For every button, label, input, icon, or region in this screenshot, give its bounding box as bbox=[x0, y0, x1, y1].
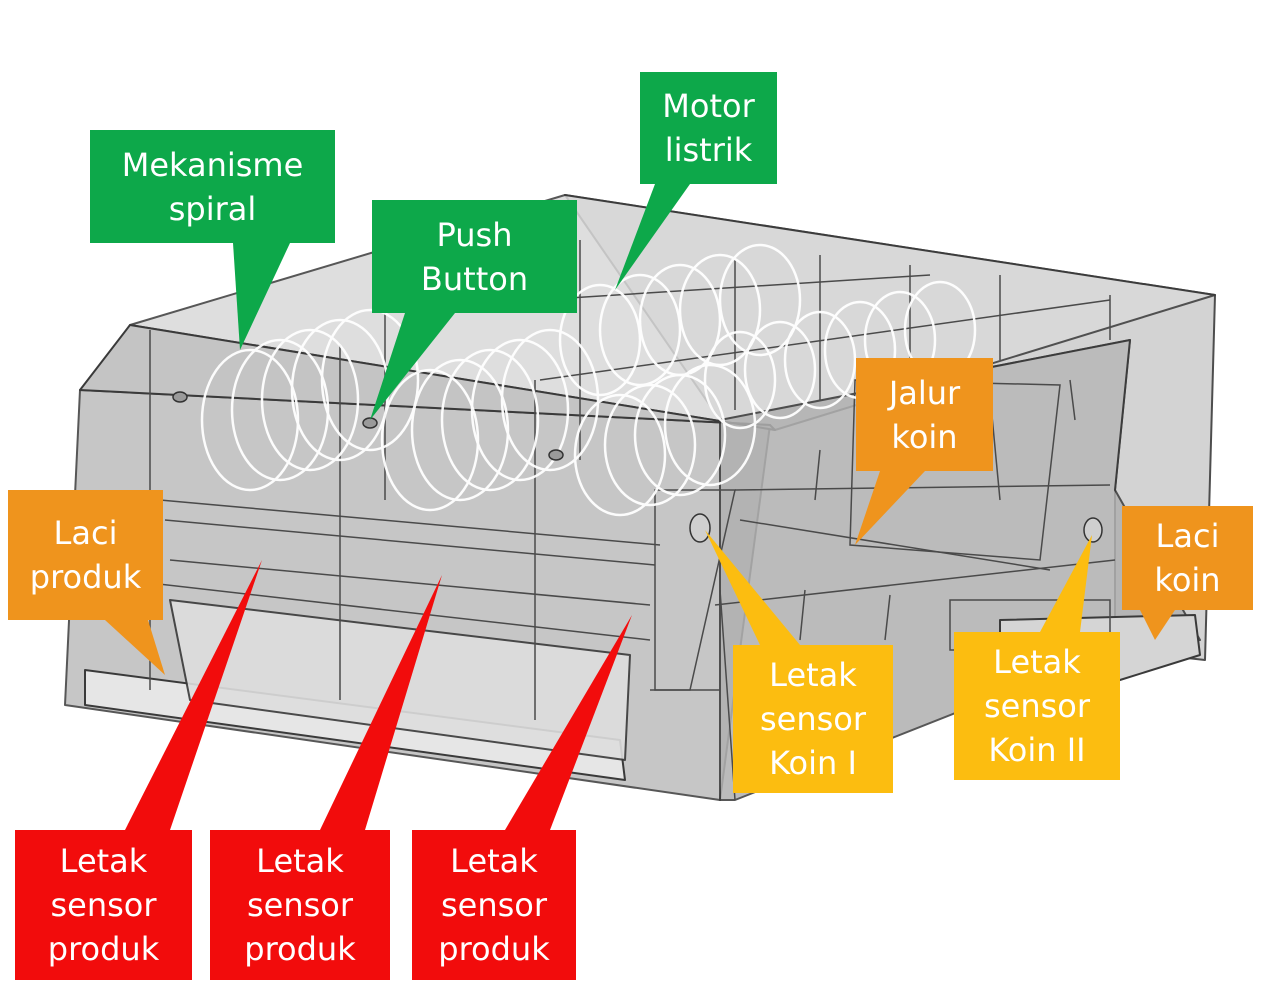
label-line: koin bbox=[1154, 561, 1221, 599]
callout-box bbox=[856, 358, 993, 471]
label-line: sensor bbox=[983, 687, 1091, 725]
label-sensor-produk-3: Letak sensor produk bbox=[412, 830, 576, 980]
label-line: Laci bbox=[53, 514, 118, 552]
label-line: produk bbox=[438, 930, 550, 968]
label-line: spiral bbox=[168, 189, 257, 228]
callout-box bbox=[954, 632, 1120, 780]
label-line: Letak bbox=[59, 842, 148, 880]
label-line: produk bbox=[29, 558, 142, 596]
callout-box bbox=[412, 830, 576, 980]
callout-box bbox=[210, 830, 390, 980]
callout-sensor-koin-2 bbox=[954, 535, 1120, 780]
label-sensor-produk-1: Letak sensor produk bbox=[15, 830, 192, 980]
label-line: sensor bbox=[440, 886, 548, 924]
label-jalur-koin: Jalur koin bbox=[856, 358, 993, 471]
label-motor-listrik: Motor listrik bbox=[640, 72, 777, 184]
label-line: Letak bbox=[450, 842, 538, 880]
callout-pointer bbox=[233, 243, 290, 350]
callout-box bbox=[640, 72, 777, 184]
label-mekanisme-spiral: Mekanisme spiral bbox=[90, 130, 335, 243]
callout-box bbox=[733, 645, 893, 793]
label-line: Push bbox=[436, 215, 513, 254]
label-line: Mekanisme bbox=[121, 145, 304, 184]
label-laci-produk: Laci produk bbox=[8, 490, 163, 620]
label-line: Letak bbox=[769, 656, 857, 694]
label-line: Koin II bbox=[988, 731, 1086, 769]
callout-box bbox=[8, 490, 163, 620]
label-push-button: Push Button bbox=[372, 200, 577, 313]
callout-pointer bbox=[855, 471, 925, 545]
label-line: sensor bbox=[246, 886, 354, 924]
callout-laci-produk bbox=[8, 490, 165, 675]
label-line: koin bbox=[891, 417, 958, 456]
callout-pointer bbox=[105, 620, 165, 675]
callout-pointer bbox=[1140, 610, 1175, 640]
callout-sensor-produk-3 bbox=[412, 615, 632, 980]
label-line: Laci bbox=[1155, 517, 1220, 555]
callout-laci-koin bbox=[1122, 506, 1253, 640]
label-line: sensor bbox=[50, 886, 157, 924]
callout-push-button bbox=[370, 200, 577, 420]
callout-pointer bbox=[505, 615, 632, 830]
callout-sensor-produk-2 bbox=[210, 575, 442, 980]
callout-sensor-produk-1 bbox=[15, 560, 262, 980]
callout-box bbox=[1122, 506, 1253, 610]
callout-box bbox=[372, 200, 577, 313]
label-line: Button bbox=[420, 259, 529, 298]
label-line: Koin I bbox=[769, 744, 857, 782]
callout-box bbox=[90, 130, 335, 243]
label-sensor-produk-2: Letak sensor produk bbox=[210, 830, 390, 980]
label-line: sensor bbox=[759, 700, 867, 738]
callout-jalur-koin bbox=[855, 358, 993, 545]
callout-pointer bbox=[705, 530, 800, 645]
callout-mekanisme-spiral bbox=[90, 130, 335, 350]
push-buttons bbox=[172, 391, 1103, 543]
label-line: Motor bbox=[662, 87, 755, 125]
spiral-coils bbox=[200, 243, 977, 517]
callout-pointer bbox=[370, 313, 455, 420]
label-sensor-koin-2: Letak sensor Koin II bbox=[954, 632, 1120, 780]
callout-pointer bbox=[615, 184, 690, 290]
callout-motor-listrik bbox=[615, 72, 777, 290]
label-laci-koin: Laci koin bbox=[1122, 506, 1253, 610]
label-line: Letak bbox=[993, 643, 1081, 681]
callout-pointer bbox=[320, 575, 442, 830]
label-line: produk bbox=[244, 930, 356, 968]
label-line: listrik bbox=[664, 131, 753, 169]
label-line: produk bbox=[47, 930, 160, 968]
label-line: Letak bbox=[256, 842, 344, 880]
label-sensor-koin-1: Letak sensor Koin I bbox=[733, 645, 893, 793]
callout-sensor-koin-1 bbox=[705, 530, 893, 793]
callout-pointer bbox=[125, 560, 262, 830]
callout-box bbox=[15, 830, 192, 980]
label-line: Jalur bbox=[888, 373, 961, 412]
callout-pointer bbox=[1040, 535, 1092, 632]
